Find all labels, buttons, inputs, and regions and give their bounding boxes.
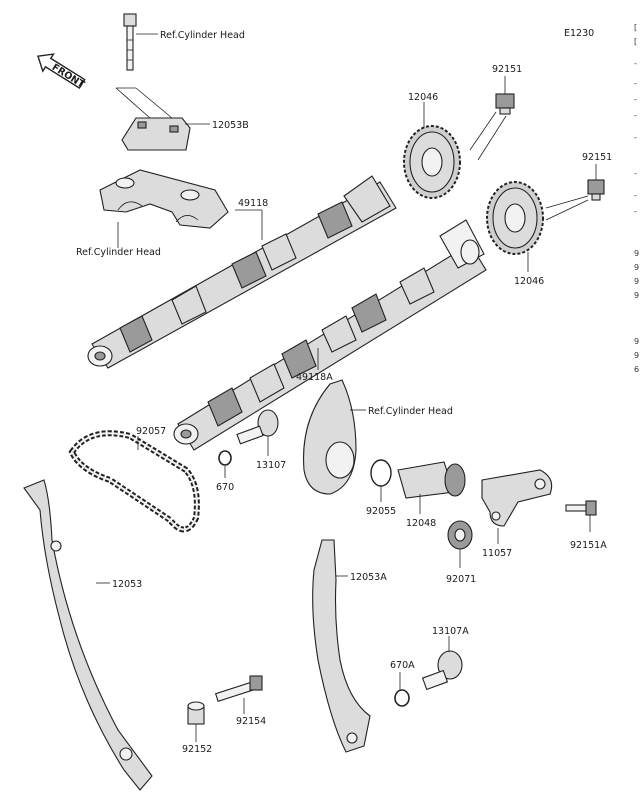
- label-12053A: 12053A: [350, 572, 387, 583]
- label-92057: 92057: [136, 426, 166, 437]
- front-arrow-label: FRONT: [50, 62, 87, 91]
- gasket-92055: [370, 459, 392, 487]
- label-12053B: 12053B: [212, 120, 249, 131]
- cam-sprocket-12046-lower: [486, 181, 544, 255]
- label-670: 670: [216, 482, 234, 493]
- bolt-92151-lower: [587, 179, 605, 201]
- chain-guide-12053A: [312, 539, 371, 753]
- label-13107: 13107: [256, 460, 286, 471]
- edge-mark: -: [634, 59, 637, 68]
- edge-mark: 9: [634, 291, 639, 300]
- edge-mark: [: [634, 37, 637, 46]
- label-12046-upper: 12046: [408, 92, 438, 103]
- edge-mark: -: [634, 95, 637, 104]
- label-ref-cylinder-head-mid: Ref.Cylinder Head: [368, 406, 453, 417]
- label-92151-lower: 92151: [582, 152, 612, 163]
- edge-mark: 9: [634, 249, 639, 258]
- edge-mark: 9: [634, 277, 639, 286]
- camshaft-49118: [87, 175, 397, 369]
- label-49118: 49118: [238, 198, 268, 209]
- o-ring-670A: [394, 689, 410, 707]
- edge-mark: 9: [634, 263, 639, 272]
- edge-mark: 9: [634, 337, 639, 346]
- washer-92071: [447, 520, 473, 550]
- camshaft-49118A: [173, 219, 487, 451]
- label-92152: 92152: [182, 744, 212, 755]
- edge-mark: -: [634, 207, 637, 216]
- bolt-92154: [214, 675, 263, 703]
- pivot-bolt-13107A: [421, 650, 463, 691]
- label-13107A: 13107A: [432, 626, 469, 637]
- label-12053: 12053: [112, 579, 142, 590]
- diagram-code: E1230: [564, 28, 594, 39]
- label-92151-upper: 92151: [492, 64, 522, 75]
- pivot-bolt-13107: [236, 409, 279, 445]
- label-49118A: 49118A: [296, 372, 333, 383]
- right-edge-marks: [ [ - - - - - - - - 9 9 9 9 9 9 6: [634, 23, 639, 374]
- label-11057: 11057: [482, 548, 512, 559]
- bracket-11057: [481, 469, 553, 527]
- chain-tensioner-12048: [397, 461, 466, 499]
- edge-mark: -: [634, 111, 637, 120]
- label-670A: 670A: [390, 660, 415, 671]
- bolt-92151A: [565, 500, 597, 516]
- label-92071: 92071: [446, 574, 476, 585]
- camshaft-caps: [99, 169, 229, 229]
- label-12048: 12048: [406, 518, 436, 529]
- label-92154: 92154: [236, 716, 266, 727]
- label-92055: 92055: [366, 506, 396, 517]
- o-ring-670: [218, 450, 232, 466]
- edge-mark: 9: [634, 351, 639, 360]
- front-arrow-icon: FRONT: [37, 53, 87, 91]
- bolt-92151-upper: [495, 93, 515, 115]
- cylinder-head-bolt: [123, 13, 137, 71]
- edge-mark: -: [634, 169, 637, 178]
- label-ref-cylinder-head-top: Ref.Cylinder Head: [160, 30, 245, 41]
- collar-92152: [187, 701, 205, 725]
- edge-mark: -: [634, 133, 637, 142]
- upper-chain-guide-12053B: [121, 117, 191, 151]
- edge-mark: -: [634, 191, 637, 200]
- cylinder-head-section: [302, 379, 357, 495]
- chain-guide-12053: [23, 479, 153, 791]
- edge-mark: [: [634, 23, 637, 32]
- label-ref-cylinder-head-left: Ref.Cylinder Head: [76, 247, 161, 258]
- cam-sprocket-12046-upper: [403, 125, 461, 199]
- edge-mark: 6: [634, 365, 639, 374]
- label-12046-lower: 12046: [514, 276, 544, 287]
- edge-mark: -: [634, 79, 637, 88]
- label-92151A: 92151A: [570, 540, 607, 551]
- timing-chain-92057: [68, 430, 200, 533]
